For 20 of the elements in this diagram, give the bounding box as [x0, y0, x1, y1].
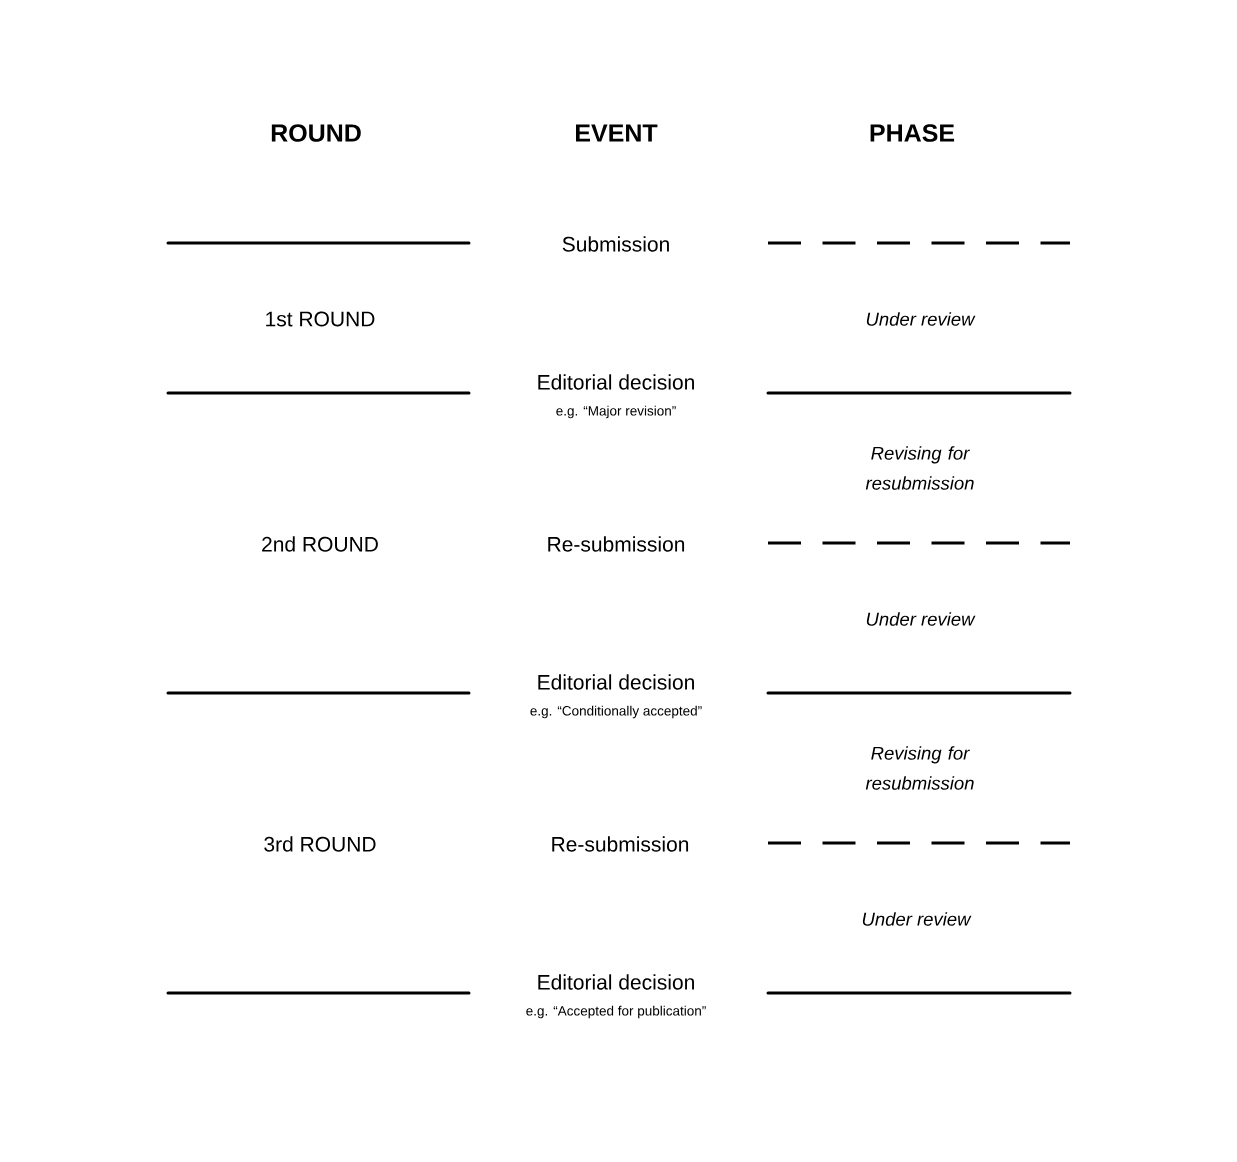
example-note: e.g. “Accepted for publication” [526, 1005, 706, 1019]
phase-label: Under review [866, 612, 976, 626]
round-label: 2nd ROUND [262, 536, 378, 552]
phase-label: Under review [862, 912, 972, 926]
round-label: 3rd ROUND [264, 836, 376, 852]
phase-label: Under review [866, 312, 976, 326]
phase-label: Revising for resubmission [865, 446, 974, 490]
event-label: Re-submission [548, 536, 685, 552]
event-label: Submission [562, 236, 669, 252]
phase-label: Revising for resubmission [865, 746, 974, 790]
example-note: e.g. “Conditionally accepted” [530, 705, 702, 719]
column-heading: EVENT [576, 124, 658, 142]
column-heading: ROUND [271, 124, 361, 142]
round-label: 1st ROUND [266, 311, 375, 327]
column-heading: PHASE [870, 124, 955, 142]
example-note: e.g. “Major revision” [556, 405, 676, 419]
event-label: Editorial decision [538, 974, 694, 990]
event-label: Editorial decision [538, 674, 694, 690]
event-label: Editorial decision [538, 374, 694, 390]
event-label: Re-submission [552, 836, 689, 852]
